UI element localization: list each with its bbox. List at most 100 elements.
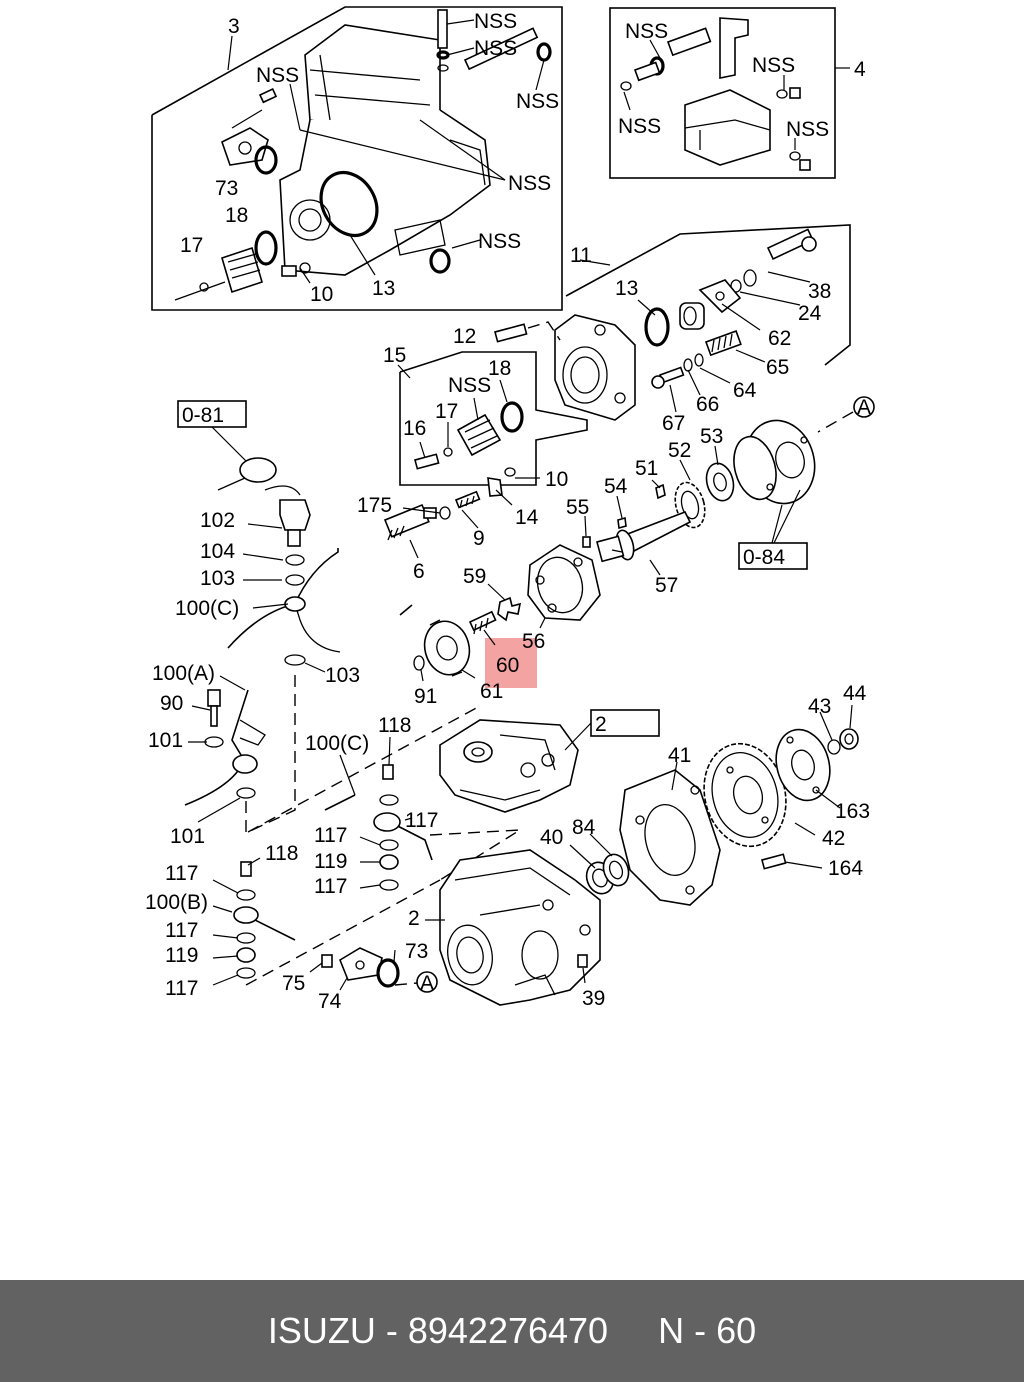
label-64: 64 xyxy=(733,379,757,402)
label-100b: 100(B) xyxy=(145,891,208,914)
bolt-75 xyxy=(321,954,333,968)
o-ring-13-mid xyxy=(644,307,670,347)
label-100c-a: 100(C) xyxy=(175,597,239,620)
o-ring-13-top xyxy=(319,171,379,237)
bolt-67 xyxy=(651,366,685,389)
label-13-mid: 13 xyxy=(615,277,638,300)
label-17-mid: 17 xyxy=(435,400,458,423)
label-56: 56 xyxy=(522,630,545,653)
label-74: 74 xyxy=(318,990,342,1013)
label-17-top: 17 xyxy=(180,234,203,257)
label-nss-5: NSS xyxy=(508,172,551,195)
label-16: 16 xyxy=(403,417,426,440)
label-119-b: 119 xyxy=(165,944,198,967)
label-117-c: 117 xyxy=(405,809,438,832)
ref-0-81-left: 0-81 xyxy=(177,400,251,466)
label-nss-10: NSS xyxy=(786,118,829,141)
washer-64 xyxy=(694,353,704,367)
ref-a-bottom: A xyxy=(394,971,438,995)
label-10-mid: 10 xyxy=(545,468,568,491)
o-ring-73-bottom xyxy=(376,958,400,988)
label-0-81-left: 0-81 xyxy=(182,404,224,427)
callout-11: 11 xyxy=(570,244,592,267)
group-15-frame: 15 xyxy=(383,344,588,486)
group-4-frame: 4 xyxy=(609,7,866,179)
screw-nss-left xyxy=(231,88,278,129)
valve-6 xyxy=(383,503,451,541)
label-62: 62 xyxy=(768,327,791,350)
shaft-57 xyxy=(596,510,692,563)
label-65: 65 xyxy=(766,356,789,379)
label-100a: 100(A) xyxy=(152,662,215,685)
plate-62 xyxy=(698,279,742,314)
label-nss-6: NSS xyxy=(478,230,521,253)
callout-3: 3 xyxy=(228,15,240,38)
label-14: 14 xyxy=(515,506,539,529)
part-number: 8942276470 xyxy=(407,1310,609,1351)
label-a-top: A xyxy=(857,396,871,419)
washer-53 xyxy=(705,462,735,502)
label-18-mid: 18 xyxy=(488,357,511,380)
label-67: 67 xyxy=(662,412,685,435)
label-103-b: 103 xyxy=(325,664,360,687)
label-40: 40 xyxy=(540,826,563,849)
spring-60 xyxy=(468,610,537,688)
label-53: 53 xyxy=(700,425,723,448)
bolt-39 xyxy=(577,954,588,968)
label-59: 59 xyxy=(463,565,486,588)
pipe-100a xyxy=(184,689,266,806)
label-12: 12 xyxy=(453,325,476,348)
cam-ring-56 xyxy=(527,544,601,621)
label-117-a: 117 xyxy=(314,824,347,847)
label-54: 54 xyxy=(604,475,628,498)
label-118-b: 118 xyxy=(265,842,298,865)
label-117-f: 117 xyxy=(165,977,198,1000)
label-52: 52 xyxy=(668,439,691,462)
main-housing-2 xyxy=(439,849,601,1006)
exploded-parts-diagram: 3 xyxy=(145,6,875,1013)
key-51 xyxy=(655,483,666,500)
o-ring-nss-right xyxy=(429,248,451,274)
ref-0-84: 0-84 xyxy=(738,489,808,570)
washer-66 xyxy=(683,358,693,372)
guide-line-a xyxy=(247,675,296,833)
label-13-top: 13 xyxy=(372,277,395,300)
cover-74 xyxy=(339,947,383,981)
bracket-91 xyxy=(399,604,413,616)
label-175: 175 xyxy=(357,494,392,517)
fitting-14 xyxy=(487,467,516,497)
label-55: 55 xyxy=(566,496,589,519)
bolt-10-top xyxy=(281,265,297,277)
washer-91 xyxy=(413,655,425,671)
label-18-top: 18 xyxy=(225,204,248,227)
label-91: 91 xyxy=(414,685,437,708)
label-61: 61 xyxy=(480,680,503,703)
bolt-38 xyxy=(766,228,817,260)
label-0-81-right: 2 xyxy=(595,713,607,736)
spring-65 xyxy=(704,330,742,357)
plate-61 xyxy=(423,619,471,677)
label-57: 57 xyxy=(655,574,678,597)
flange-0-84 xyxy=(733,419,816,505)
label-6: 6 xyxy=(413,560,425,583)
hub-163 xyxy=(775,728,831,802)
washer-24a xyxy=(743,269,757,287)
label-119-a: 119 xyxy=(314,850,347,873)
label-39: 39 xyxy=(582,987,605,1010)
label-nss-8: NSS xyxy=(618,115,661,138)
shaft-17-top xyxy=(174,246,263,301)
guide-line-c xyxy=(247,705,481,833)
label-101-b: 101 xyxy=(170,825,205,848)
label-117-b: 117 xyxy=(314,875,347,898)
label-66: 66 xyxy=(696,393,719,416)
label-38: 38 xyxy=(808,280,831,303)
screw-55 xyxy=(582,536,591,548)
key-54 xyxy=(617,516,627,530)
shaft-17-mid xyxy=(414,413,502,470)
pipe-100c-mid xyxy=(324,764,433,891)
part-info-footer: ISUZU - 8942276470 N - 60 xyxy=(0,1280,1024,1382)
bolt-164 xyxy=(761,853,787,870)
group-3-frame: 3 xyxy=(151,6,563,311)
label-73-bottom: 73 xyxy=(405,940,428,963)
callout-4: 4 xyxy=(854,58,866,81)
